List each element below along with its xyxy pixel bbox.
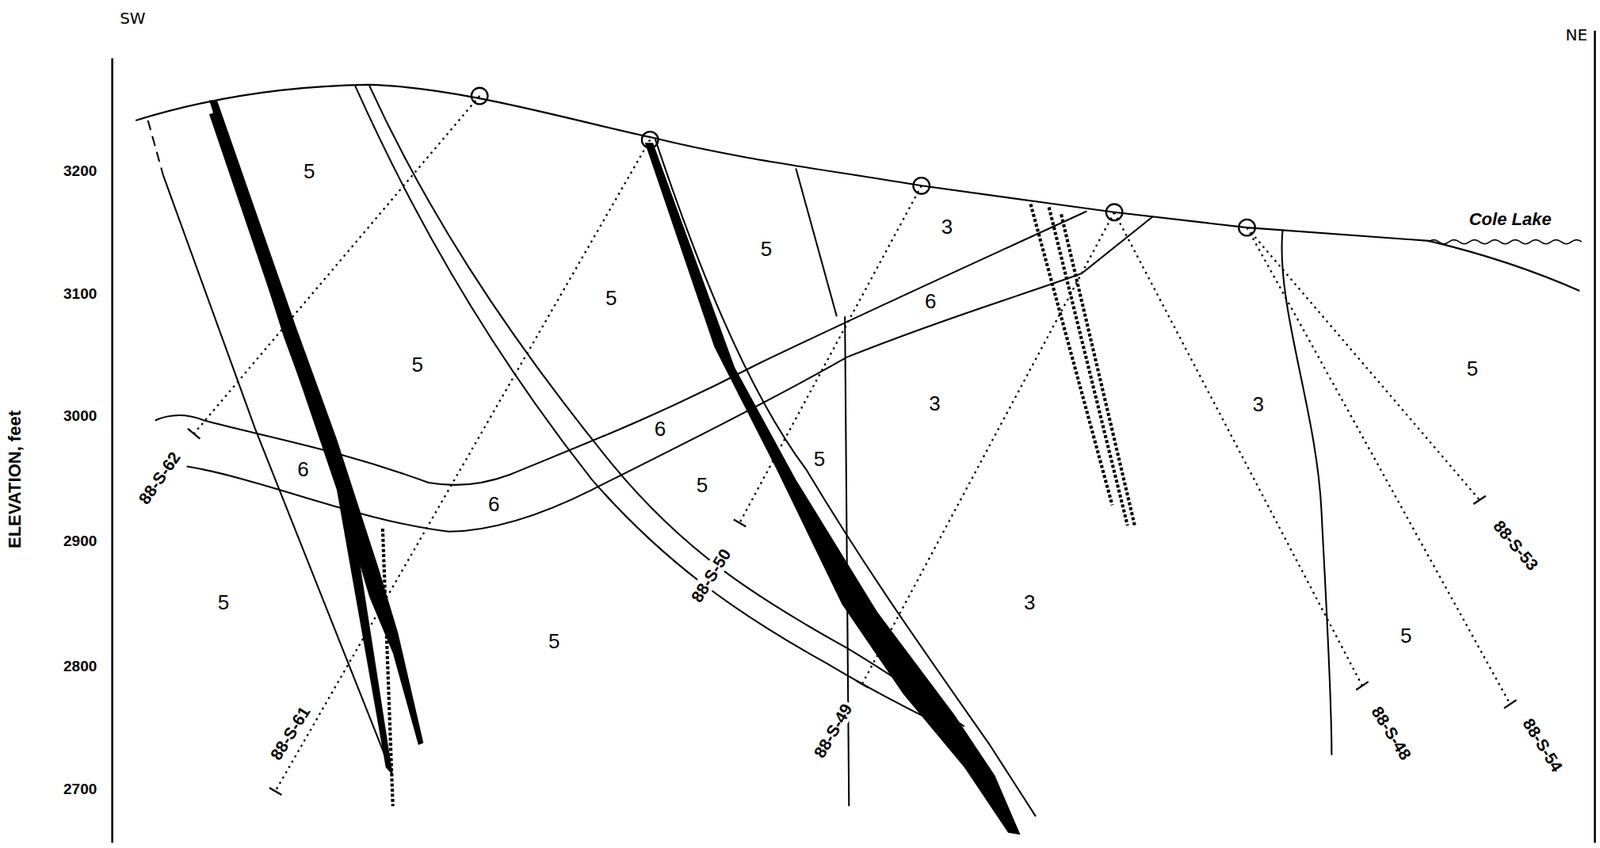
unit-number: 5 — [215, 591, 232, 614]
elevation-value: 2800 — [63, 657, 97, 673]
unit-number: 5 — [603, 286, 619, 310]
elevation-value: 2900 — [63, 533, 97, 549]
drill-hole-label: 88-S-61 — [265, 700, 315, 765]
unit-number: 6 — [922, 290, 939, 313]
drill-hole-label: 88-S-48 — [1367, 700, 1417, 765]
map-text: NE — [1565, 26, 1589, 43]
unit-number: 5 — [811, 447, 828, 470]
unit-number: 3 — [1249, 393, 1266, 416]
unit-number: 5 — [758, 237, 775, 260]
map-text: ELEVATION, feet — [6, 410, 24, 549]
unit-number: 5 — [1397, 624, 1414, 647]
elevation-value: 3100 — [63, 285, 97, 301]
drill-hole-label: 88-S-53 — [1489, 514, 1545, 576]
elevation-value: 3000 — [63, 408, 97, 424]
unit-number: 5 — [546, 630, 562, 653]
unit-number: 5 — [694, 473, 711, 497]
elevation-value: 3200 — [63, 163, 97, 179]
unit-number: 3 — [926, 392, 943, 415]
unit-number: 6 — [652, 417, 669, 440]
elevation-value: 2700 — [63, 781, 97, 797]
unit-number: 6 — [294, 458, 311, 481]
unit-number: 5 — [408, 353, 425, 376]
unit-number: 5 — [301, 160, 317, 183]
unit-number: 3 — [939, 215, 955, 238]
unit-number: 5 — [1464, 357, 1481, 380]
unit-number: 6 — [485, 492, 502, 516]
map-text: Cole Lake — [1469, 210, 1552, 229]
drill-hole-label: 88-S-62 — [133, 446, 185, 509]
map-text: SW — [119, 10, 146, 27]
drill-hole-label: 88-S-50 — [686, 543, 736, 608]
drill-hole-label: 88-S-49 — [809, 698, 857, 763]
drill-hole-label: 88-S-54 — [1518, 713, 1568, 778]
unit-number: 3 — [1021, 591, 1038, 614]
